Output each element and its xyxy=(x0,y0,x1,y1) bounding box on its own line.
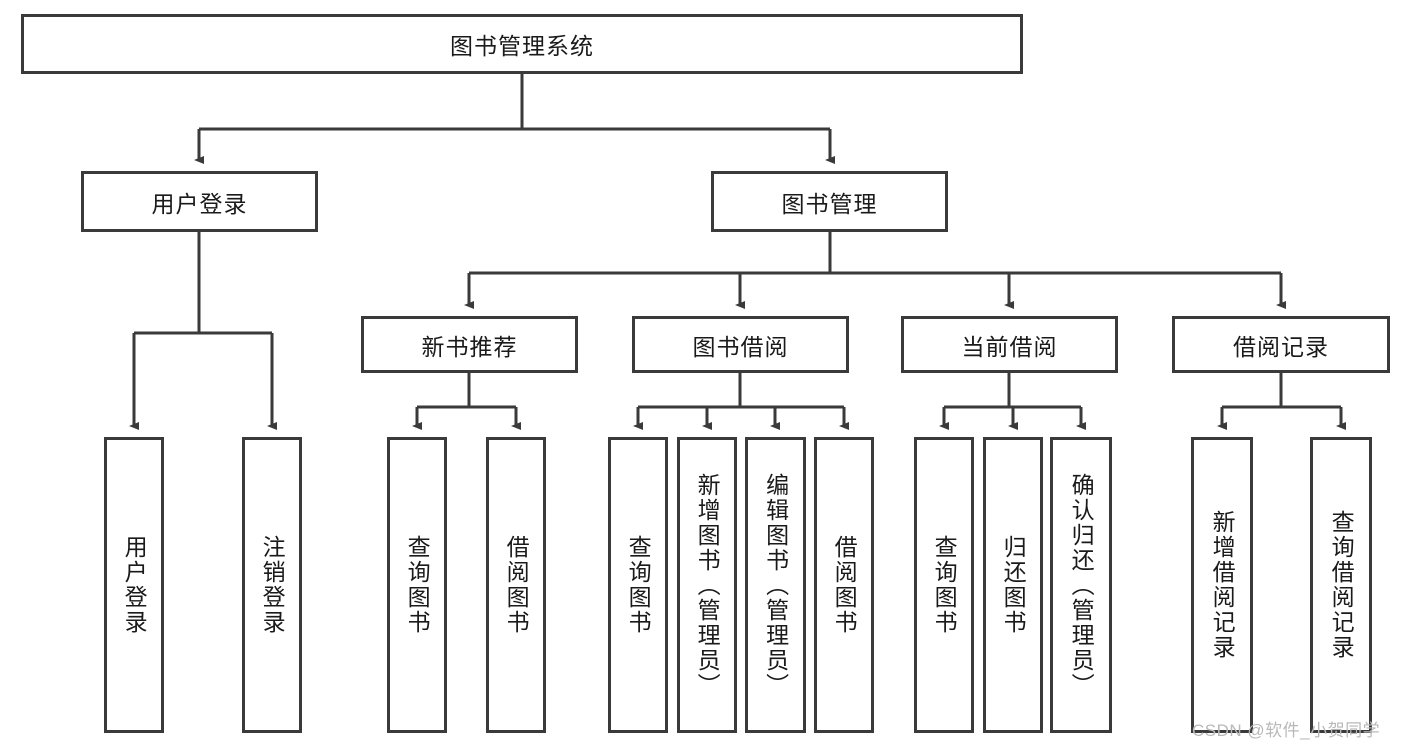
node-leaf-edit-book-label: 编辑图书（管理员） xyxy=(762,472,789,698)
node-leaf-add-record-label: 新增借阅记录 xyxy=(1209,510,1236,660)
node-borrow-record[interactable]: 借阅记录 xyxy=(1172,316,1390,373)
csdn-watermark: CSDN @软件_小贺同学 xyxy=(1192,721,1381,740)
node-leaf-edit-book[interactable]: 编辑图书（管理员） xyxy=(745,437,806,733)
node-leaf-add-book[interactable]: 新增图书（管理员） xyxy=(677,437,737,733)
node-leaf-query-book-1[interactable]: 查询图书 xyxy=(387,437,447,733)
node-leaf-borrow-book-2-label: 借阅图书 xyxy=(831,535,858,635)
node-leaf-logout-label: 注销登录 xyxy=(259,535,286,635)
node-leaf-confirm-return-label: 确认归还（管理员） xyxy=(1068,472,1095,698)
node-current-borrow-label: 当前借阅 xyxy=(961,333,1058,360)
node-new-book-rec[interactable]: 新书推荐 xyxy=(361,316,578,373)
node-leaf-query-book-2-label: 查询图书 xyxy=(625,535,652,635)
node-leaf-query-book-3-label: 查询图书 xyxy=(931,535,958,635)
node-leaf-return-book[interactable]: 归还图书 xyxy=(983,437,1043,733)
node-borrow-record-label: 借阅记录 xyxy=(1233,333,1329,360)
node-leaf-user-login[interactable]: 用户登录 xyxy=(104,437,164,733)
node-book-manage-label: 图书管理 xyxy=(781,190,878,217)
node-leaf-confirm-return[interactable]: 确认归还（管理员） xyxy=(1050,437,1112,733)
node-leaf-query-book-3[interactable]: 查询图书 xyxy=(914,437,974,733)
node-leaf-return-book-label: 归还图书 xyxy=(1000,535,1027,635)
node-leaf-query-book-1-label: 查询图书 xyxy=(404,535,431,635)
node-leaf-user-login-label: 用户登录 xyxy=(121,535,148,635)
node-leaf-query-record-label: 查询借阅记录 xyxy=(1328,510,1355,660)
node-root-label: 图书管理系统 xyxy=(450,33,594,59)
node-leaf-logout[interactable]: 注销登录 xyxy=(242,437,302,733)
node-root[interactable]: 图书管理系统 xyxy=(21,14,1023,74)
node-book-manage[interactable]: 图书管理 xyxy=(711,171,948,232)
node-leaf-borrow-book-1-label: 借阅图书 xyxy=(503,535,530,635)
node-leaf-borrow-book-1[interactable]: 借阅图书 xyxy=(486,437,546,733)
node-leaf-query-book-2[interactable]: 查询图书 xyxy=(608,437,668,733)
node-user-login-label: 用户登录 xyxy=(151,190,248,217)
node-book-borrow[interactable]: 图书借阅 xyxy=(632,316,849,373)
node-leaf-add-book-label: 新增图书（管理员） xyxy=(694,472,721,698)
node-leaf-add-record[interactable]: 新增借阅记录 xyxy=(1191,437,1253,733)
node-user-login[interactable]: 用户登录 xyxy=(81,171,318,232)
node-new-book-rec-label: 新书推荐 xyxy=(421,333,518,360)
node-leaf-borrow-book-2[interactable]: 借阅图书 xyxy=(814,437,874,733)
node-book-borrow-label: 图书借阅 xyxy=(692,333,789,360)
node-current-borrow[interactable]: 当前借阅 xyxy=(901,316,1118,373)
node-leaf-query-record[interactable]: 查询借阅记录 xyxy=(1310,437,1372,733)
